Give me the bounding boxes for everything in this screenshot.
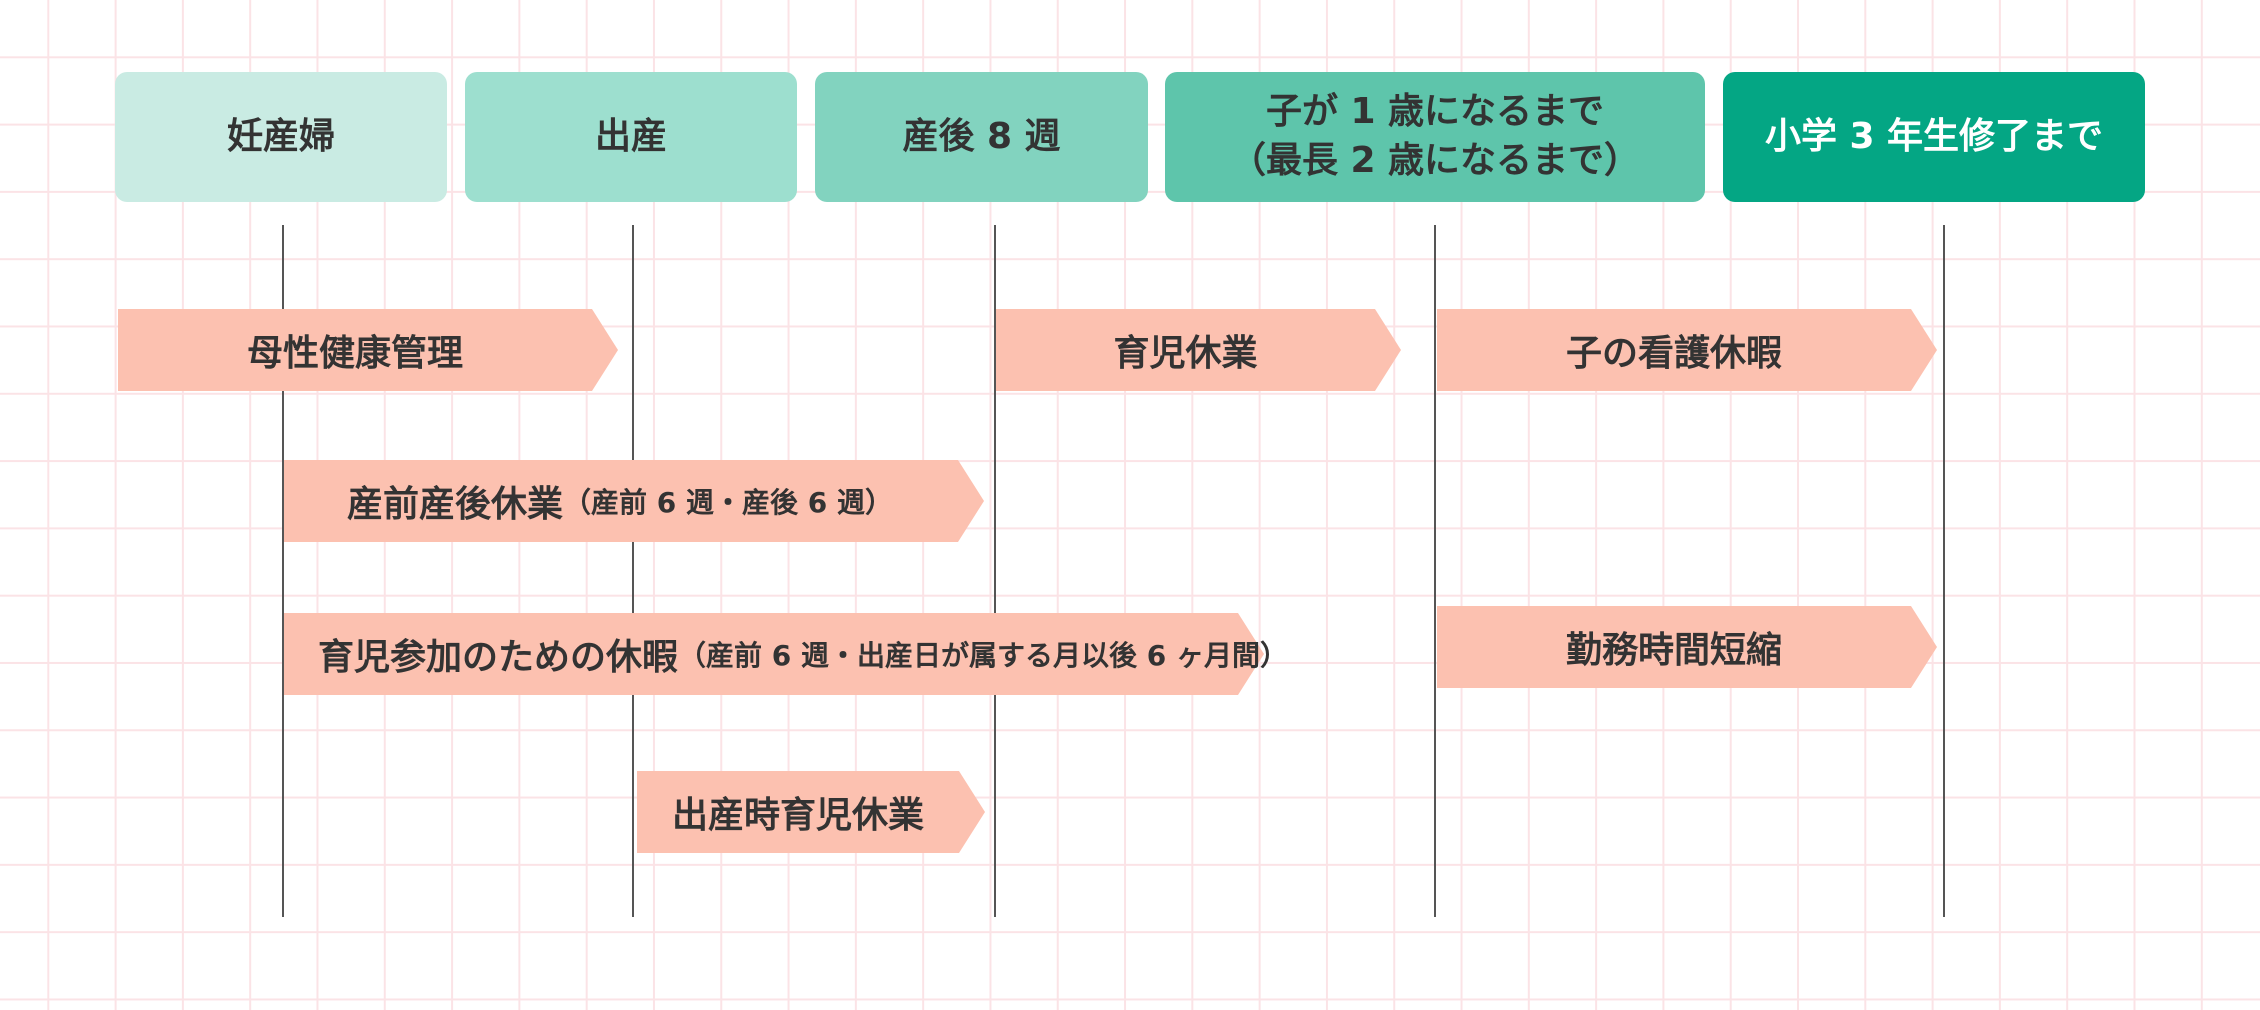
arrow-bar-childcare-leave <box>996 309 1401 391</box>
bar-label-paternity-participation-leave: 育児参加のための休暇（産前 6 週・出産日が属する月以後 6 ヶ月間） <box>318 613 1288 695</box>
period-header-label: 子が 1 歳になるまで （最長 2 歳になるまで） <box>1229 91 1641 181</box>
arrow-bar-child-nursing-leave <box>1437 309 1937 391</box>
arrow-bar-maternity-leave <box>284 460 984 542</box>
bar-label-child-nursing-leave: 子の看護休暇 <box>1437 309 1911 391</box>
period-header-8-weeks-postpartum: 産後 8 週 <box>815 72 1148 202</box>
timeline-line <box>1943 225 1945 917</box>
bar-label-text: 育児休業 <box>1113 333 1258 374</box>
bar-label-maternal-health: 母性健康管理 <box>118 309 592 391</box>
bar-label-note: （産前 6 週・出産日が属する月以後 6 ヶ月間） <box>678 639 1288 672</box>
period-header-until-grade-3: 小学 3 年生修了まで <box>1723 72 2145 202</box>
timeline-line <box>632 225 634 917</box>
arrow-bar-reduced-hours <box>1437 606 1937 688</box>
bar-label-text: 出産時育児休業 <box>671 795 924 836</box>
bar-label-reduced-hours: 勤務時間短縮 <box>1437 606 1911 688</box>
bar-label-note: （産前 6 週・産後 6 週） <box>563 486 893 519</box>
period-header-label: 出産 <box>594 115 667 157</box>
bar-label-text: 子の看護休暇 <box>1565 333 1782 374</box>
bar-label-text: 母性健康管理 <box>246 333 463 374</box>
period-header-label: 妊産婦 <box>226 115 335 157</box>
timeline-line <box>282 225 284 917</box>
period-header-label: 産後 8 週 <box>902 115 1061 157</box>
bar-label-text: 育児参加のための休暇 <box>318 637 679 678</box>
period-header-until-age-1: 子が 1 歳になるまで （最長 2 歳になるまで） <box>1165 72 1705 202</box>
bar-label-birth-childcare-leave: 出産時育児休業 <box>637 771 959 853</box>
timeline-line <box>1434 225 1436 917</box>
arrow-bar-paternity-participation-leave <box>284 613 1264 695</box>
period-header-label: 小学 3 年生修了まで <box>1764 115 2104 157</box>
timeline-line <box>994 225 996 917</box>
bar-label-childcare-leave: 育児休業 <box>996 309 1375 391</box>
period-header-birth: 出産 <box>465 72 797 202</box>
period-header-pregnancy: 妊産婦 <box>115 72 447 202</box>
arrow-bar-birth-childcare-leave <box>637 771 985 853</box>
bar-label-text: 勤務時間短縮 <box>1565 630 1782 671</box>
bar-label-text: 産前産後休業 <box>347 484 564 525</box>
arrow-bar-maternal-health <box>118 309 618 391</box>
bar-label-maternity-leave: 産前産後休業（産前 6 週・産後 6 週） <box>347 460 893 542</box>
